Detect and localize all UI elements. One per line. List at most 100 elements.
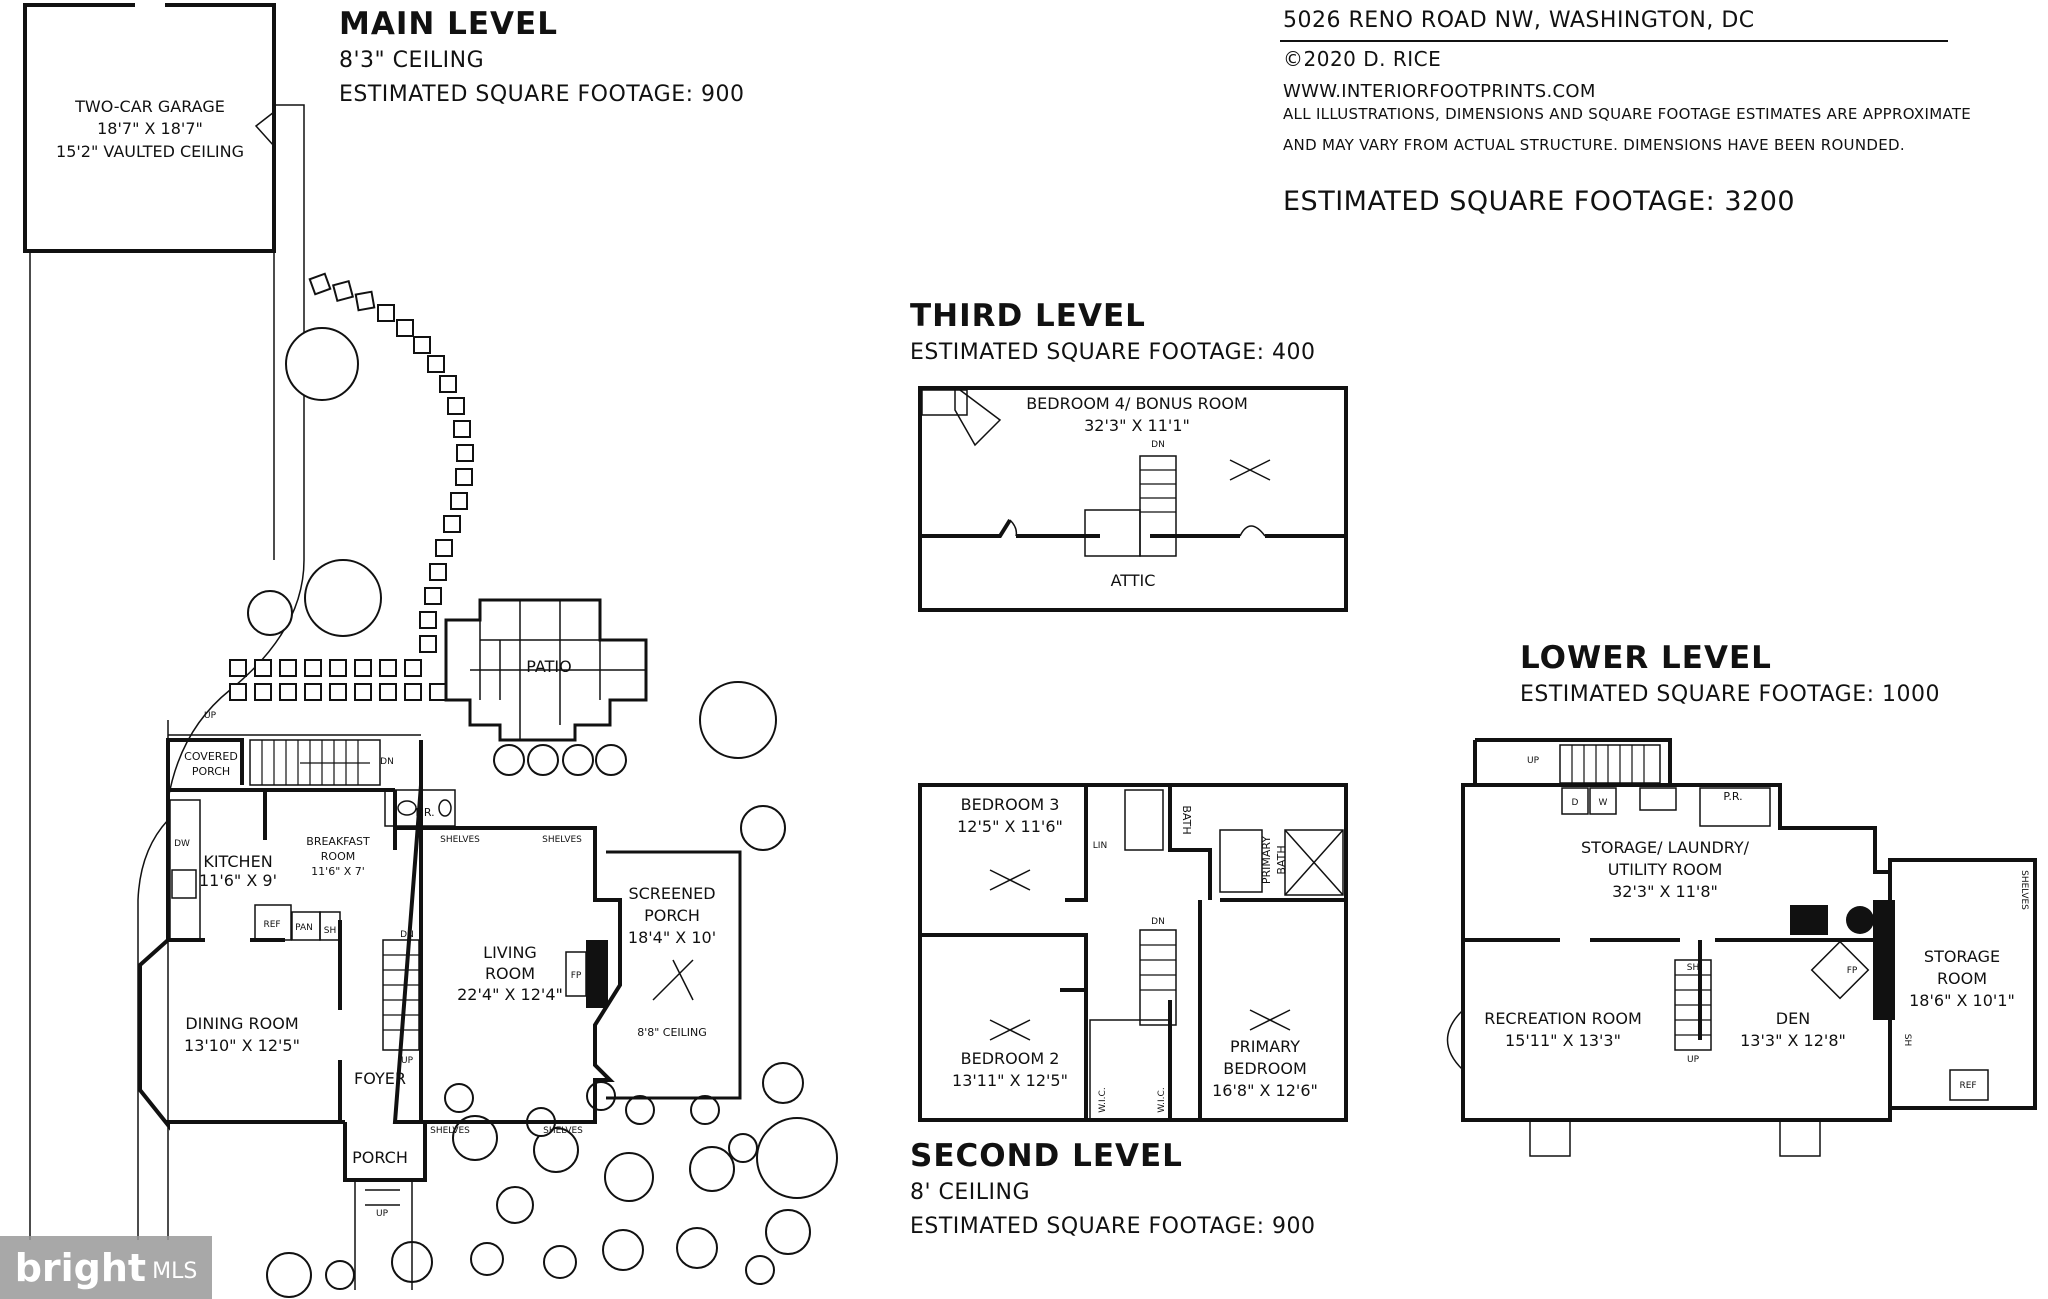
den-dim: 13'3" X 12'8": [1740, 1031, 1846, 1050]
lower-up-1: UP: [1527, 756, 1540, 766]
screened-dim: 18'4" X 10': [628, 928, 716, 947]
main-pan: PAN: [295, 923, 313, 933]
main-shelves-3: SHELVES: [430, 1126, 470, 1136]
primary-dim: 16'8" X 12'6": [1212, 1081, 1318, 1100]
third-dn: DN: [1151, 440, 1165, 450]
second-bath: BATH: [1180, 805, 1193, 834]
watermark-suffix: MLS: [152, 1259, 198, 1284]
primary-bath-line-1: PRIMARY: [1260, 836, 1273, 884]
bright-mls-watermark: bright MLS: [0, 1236, 212, 1299]
address: 5026 RENO ROAD NW, WASHINGTON, DC: [1283, 8, 1755, 33]
lower-pr: P.R.: [1723, 790, 1742, 803]
total-sqft: ESTIMATED SQUARE FOOTAGE: 3200: [1283, 186, 1796, 217]
main-level-title: MAIN LEVEL: [339, 6, 558, 42]
patio: PATIO: [444, 598, 648, 742]
living-name-2: ROOM: [485, 964, 535, 983]
main-dn-1: DN: [380, 757, 394, 767]
second-lin: LIN: [1093, 841, 1107, 851]
stepping-stones: [229, 272, 474, 701]
garage: TWO-CAR GARAGE 18'7" X 18'7" 15'2" VAULT…: [23, 2, 276, 253]
bedroom2-dim: 13'11" X 12'5": [952, 1071, 1068, 1090]
garage-dim: 18'7" X 18'7": [97, 119, 203, 138]
main-dn-2: DN: [400, 930, 414, 940]
lower-d: D: [1572, 798, 1579, 808]
second-level-ceiling: 8' CEILING: [910, 1180, 1031, 1205]
lower-level-plan: [1446, 738, 2037, 1157]
second-level-sqft: ESTIMATED SQUARE FOOTAGE: 900: [910, 1214, 1316, 1239]
disclaimer-line-2: AND MAY VARY FROM ACTUAL STRUCTURE. DIME…: [1283, 136, 1905, 154]
main-shelves-2: SHELVES: [542, 835, 582, 845]
third-level-sqft: ESTIMATED SQUARE FOOTAGE: 400: [910, 340, 1316, 365]
main-pr: P.R.: [415, 806, 434, 819]
kitchen-dim: 11'6" X 9': [199, 871, 277, 890]
main-dw: DW: [174, 839, 190, 849]
third-level-plan: [918, 386, 1348, 612]
watermark-brand: bright: [14, 1245, 147, 1290]
bedroom3-dim: 12'5" X 11'6": [957, 817, 1063, 836]
main-level-house: [138, 720, 742, 1290]
covered-porch-line-1: COVERED: [184, 750, 238, 763]
storage-laundry-line-2: UTILITY ROOM: [1608, 860, 1723, 879]
storage-dim: 18'6" X 10'1": [1909, 991, 2015, 1010]
covered-porch-line-2: PORCH: [192, 765, 230, 778]
lower-shelves: SHELVES: [2019, 870, 2029, 910]
bedroom2-name: BEDROOM 2: [961, 1049, 1060, 1068]
storage-name-1: STORAGE: [1924, 947, 2000, 966]
disclaimer-line-1: ALL ILLUSTRATIONS, DIMENSIONS AND SQUARE…: [1283, 105, 1972, 123]
second-level-plan: [918, 783, 1348, 1122]
living-dim: 22'4" X 12'4": [457, 985, 563, 1004]
main-level-ceiling: 8'3" CEILING: [339, 48, 485, 73]
address-underline: [1280, 40, 1948, 42]
bedroom3-name: BEDROOM 3: [961, 795, 1060, 814]
dining-name: DINING ROOM: [185, 1014, 298, 1033]
lower-up-2: UP: [1687, 1055, 1700, 1065]
patio-label: PATIO: [526, 657, 571, 676]
main-up-2: UP: [401, 1056, 414, 1066]
breakfast-line-1: BREAKFAST: [306, 835, 370, 848]
main-fp: FP: [571, 971, 582, 981]
lower-level-title: LOWER LEVEL: [1520, 640, 1772, 676]
main-sh: SH: [324, 926, 336, 936]
lower-ref: REF: [1959, 1081, 1976, 1091]
screened-name-1: SCREENED: [628, 884, 715, 903]
lower-fp: FP: [1847, 966, 1858, 976]
bedroom4-name: BEDROOM 4/ BONUS ROOM: [1026, 394, 1248, 413]
screened-ceiling: 8'8" CEILING: [637, 1026, 707, 1039]
website: WWW.INTERIORFOOTPRINTS.COM: [1283, 81, 1596, 102]
second-level-title: SECOND LEVEL: [910, 1138, 1183, 1174]
living-name-1: LIVING: [483, 943, 537, 962]
storage-name-2: ROOM: [1937, 969, 1987, 988]
main-shelves-1: SHELVES: [440, 835, 480, 845]
breakfast-line-2: ROOM: [321, 850, 355, 863]
wic-1: W.I.C.: [1098, 1087, 1108, 1112]
lower-level-sqft: ESTIMATED SQUARE FOOTAGE: 1000: [1520, 682, 1941, 707]
third-level-title: THIRD LEVEL: [910, 298, 1146, 334]
porch-label: PORCH: [352, 1148, 408, 1167]
primary-name-1: PRIMARY: [1230, 1037, 1300, 1056]
den-name: DEN: [1776, 1009, 1810, 1028]
main-up-1: UP: [204, 711, 217, 721]
landscape-trees: [247, 327, 838, 1298]
main-level-sqft: ESTIMATED SQUARE FOOTAGE: 900: [339, 82, 745, 107]
second-dn: DN: [1151, 917, 1165, 927]
garage-name: TWO-CAR GARAGE: [74, 97, 225, 116]
foyer-label: FOYER: [354, 1069, 406, 1088]
lower-w: W: [1599, 798, 1608, 808]
breakfast-dim: 11'6" X 7': [311, 865, 365, 878]
main-shelves-4: SHELVES: [543, 1126, 583, 1136]
recreation-name: RECREATION ROOM: [1484, 1009, 1642, 1028]
main-up-3: UP: [376, 1209, 389, 1219]
storage-laundry-dim: 32'3" X 11'8": [1612, 882, 1718, 901]
attic-label: ATTIC: [1111, 571, 1156, 590]
copyright: ©2020 D. RICE: [1283, 47, 1442, 71]
wic-2: W.I.C.: [1157, 1087, 1167, 1112]
primary-name-2: BEDROOM: [1223, 1059, 1307, 1078]
bedroom4-dim: 32'3" X 11'1": [1084, 416, 1190, 435]
primary-bath-line-2: BATH: [1275, 845, 1288, 874]
dining-dim: 13'10" X 12'5": [184, 1036, 300, 1055]
garage-note: 15'2" VAULTED CEILING: [56, 142, 244, 161]
recreation-dim: 15'11" X 13'3": [1505, 1031, 1621, 1050]
kitchen-name: KITCHEN: [203, 852, 272, 871]
lower-sh-1: SH: [1687, 963, 1699, 973]
